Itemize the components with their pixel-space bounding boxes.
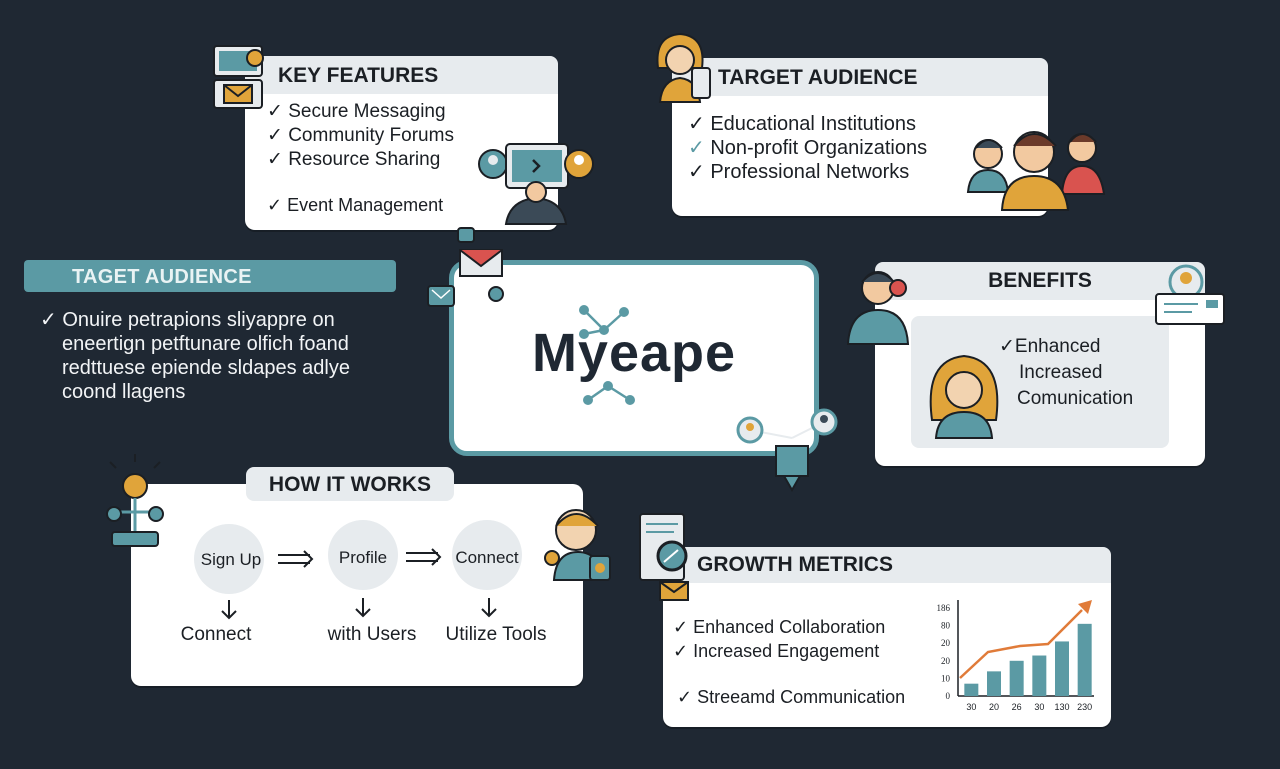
- step-circle-label: Connect: [455, 548, 519, 567]
- step-circle: [194, 524, 264, 594]
- how-it-works-title: HOW IT WORKS: [246, 467, 454, 501]
- bar: [1055, 641, 1069, 696]
- bar: [1077, 623, 1092, 696]
- key-features-extra: Event Management: [267, 193, 443, 217]
- list-item: Educational Institutions: [688, 112, 927, 136]
- x-tick-label: 26: [1012, 702, 1022, 712]
- network-graph-icon: [583, 381, 635, 405]
- list-item: Secure Messaging: [267, 100, 454, 124]
- envelope-chat-icon: [427, 227, 504, 307]
- list-item: Community Forums: [267, 124, 454, 148]
- left-audience-title: TAGET AUDIENCE: [24, 260, 396, 292]
- x-tick-label: 130: [1054, 702, 1069, 712]
- lightbulb-network-icon: [106, 454, 164, 547]
- list-item: Resource Sharing: [267, 148, 454, 172]
- key-features-list: Secure Messaging Community Forums Resour…: [267, 100, 454, 172]
- id-card-icon: [1155, 264, 1225, 325]
- y-tick-label: 0: [946, 691, 951, 701]
- benefits-text: ✓Enhanced Increased Comunication: [999, 334, 1133, 412]
- monitor-users-icon: [478, 143, 594, 225]
- text-line: coond llagens: [62, 381, 186, 403]
- list-item: Increased Engagement: [673, 639, 885, 663]
- x-tick-label: 30: [1034, 702, 1044, 712]
- growth-chart: 30 20 26 30 130 230 0 10 20 20 80 186: [937, 600, 1094, 712]
- list-item: Non-profit Organizations: [688, 136, 927, 160]
- step-circle: [452, 520, 522, 590]
- arrow-down-icon: [355, 598, 371, 618]
- y-tick-label: 10: [941, 673, 951, 683]
- bar: [1009, 660, 1024, 696]
- text-line: Increased: [1019, 362, 1103, 383]
- target-audience-title: TARGET AUDIENCE: [672, 58, 1048, 96]
- text-line: eneertign petftunare olfich foand: [62, 333, 349, 355]
- target-audience-list: Educational Institutions Non-profit Orga…: [688, 112, 927, 184]
- list-item: Professional Networks: [688, 160, 927, 184]
- user-connector-icon: [736, 408, 838, 493]
- x-tick-label: 20: [989, 702, 999, 712]
- growth-metrics-list: Enhanced Collaboration Increased Engagem…: [673, 615, 885, 663]
- step-label: with Users: [327, 624, 417, 645]
- y-tick-label: 186: [937, 603, 951, 613]
- network-graph-icon: [579, 305, 629, 339]
- step-circle: [328, 520, 398, 590]
- list-item: Event Management: [267, 193, 443, 217]
- arrow-down-icon: [481, 598, 497, 618]
- x-tick-label: 30: [966, 702, 976, 712]
- document-magnifier-icon: [639, 513, 689, 601]
- y-tick-label: 20: [941, 638, 951, 648]
- text-line: ✓Enhanced: [999, 336, 1101, 357]
- double-arrow-icon: [406, 548, 442, 566]
- y-tick-label: 80: [941, 621, 951, 631]
- text-line: redttuese epiende sldapes adlye: [62, 357, 350, 379]
- growth-metrics-card: GROWTH METRICS Enhanced Collaboration In…: [663, 547, 1111, 727]
- trend-line: [959, 609, 1083, 679]
- step-circle-label: Profile: [338, 548, 388, 567]
- trend-arrowhead: [1078, 600, 1092, 614]
- person-avatar-icon: [846, 271, 910, 345]
- list-item: Enhanced Collaboration: [673, 615, 885, 639]
- woman-phone-avatar-icon: [656, 32, 711, 103]
- double-arrow-icon: [278, 550, 314, 568]
- bar: [964, 683, 979, 696]
- x-tick-label: 230: [1077, 702, 1092, 712]
- key-features-title: KEY FEATURES: [245, 56, 558, 94]
- key-features-card: KEY FEATURES Secure Messaging Community …: [245, 56, 558, 230]
- growth-metrics-extra: Streeamd Communication: [677, 685, 905, 709]
- list-item: Streeamd Communication: [677, 685, 905, 709]
- benefits-title: BENEFITS: [875, 262, 1205, 300]
- text-line: ✓ Onuire petrapions sliyappre on: [40, 309, 335, 331]
- team-avatars-icon: [966, 131, 1106, 211]
- text-line: Comunication: [1017, 388, 1134, 409]
- arrow-down-icon: [221, 600, 237, 620]
- bar: [1032, 655, 1047, 696]
- step-circle-label: Sign Up: [200, 550, 262, 569]
- logo-text: Myeape: [531, 323, 737, 383]
- y-tick-label: 20: [941, 656, 951, 666]
- woman-avatar-icon: [929, 354, 999, 439]
- growth-metrics-title: GROWTH METRICS: [663, 547, 1111, 583]
- bar: [987, 671, 1001, 696]
- child-avatar-icon: [544, 509, 611, 581]
- laptop-mail-icon: [213, 45, 264, 109]
- step-label: Utilize Tools: [445, 624, 547, 645]
- step-label: Connect: [180, 624, 252, 645]
- left-audience-text: ✓ Onuire petrapions sliyappre on eneerti…: [40, 308, 350, 404]
